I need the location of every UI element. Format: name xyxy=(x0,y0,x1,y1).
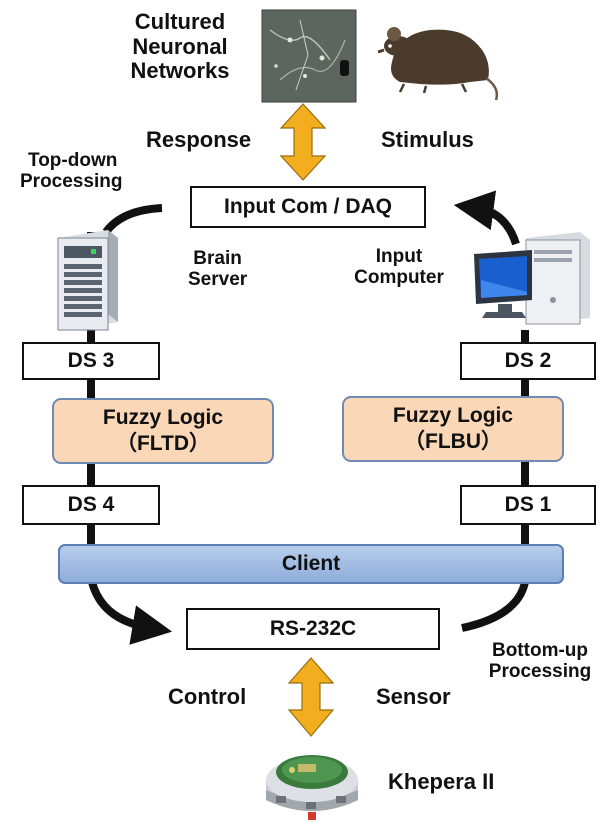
response-label: Response xyxy=(146,127,252,152)
sensor-label: Sensor xyxy=(376,684,451,709)
fuzzy-fltd-sub: （FLTD） xyxy=(115,432,211,455)
ds2-box: DS 2 xyxy=(460,342,596,380)
input-computer-label: Input Computer xyxy=(354,246,444,289)
input-com-daq-box: Input Com / DAQ xyxy=(190,186,426,228)
desktop-computer-icon xyxy=(474,232,590,325)
cultured-networks-label: Cultured Neuronal Networks xyxy=(130,9,230,84)
input-computer-arrow xyxy=(453,190,520,246)
control-label: Control xyxy=(168,684,247,709)
top-down-curve xyxy=(102,204,163,235)
client-to-rs232-arrow xyxy=(88,580,173,645)
khepera-robot-icon xyxy=(266,755,358,820)
server-tower-icon xyxy=(57,230,118,331)
bottom-up-curve xyxy=(461,580,529,632)
ds1-box: DS 1 xyxy=(460,485,596,525)
left-signal-line xyxy=(87,232,95,552)
fuzzy-flbu-title: Fuzzy Logic xyxy=(392,403,514,427)
fuzzy-flbu-sub: （FLBU） xyxy=(404,430,502,453)
fuzzy-logic-flbu-box: Fuzzy Logic （FLBU） xyxy=(342,396,564,462)
control-sensor-arrow xyxy=(287,657,335,737)
top-down-processing-label: Top-down Processing xyxy=(20,150,123,193)
rs232c-box: RS-232C xyxy=(186,608,440,650)
ds4-box: DS 4 xyxy=(22,485,160,525)
client-bar: Client xyxy=(58,544,564,584)
rat-icon xyxy=(377,27,499,101)
brain-server-label: Brain Server xyxy=(188,248,248,291)
response-stimulus-arrow xyxy=(279,103,327,181)
neuron-culture-image xyxy=(261,9,357,103)
bottom-up-processing-label: Bottom-up Processing xyxy=(488,640,592,683)
stimulus-label: Stimulus xyxy=(381,127,474,152)
fuzzy-fltd-title: Fuzzy Logic xyxy=(102,405,224,429)
fuzzy-logic-fltd-box: Fuzzy Logic （FLTD） xyxy=(52,398,274,464)
ds3-box: DS 3 xyxy=(22,342,160,380)
khepera-label: Khepera II xyxy=(388,769,495,794)
